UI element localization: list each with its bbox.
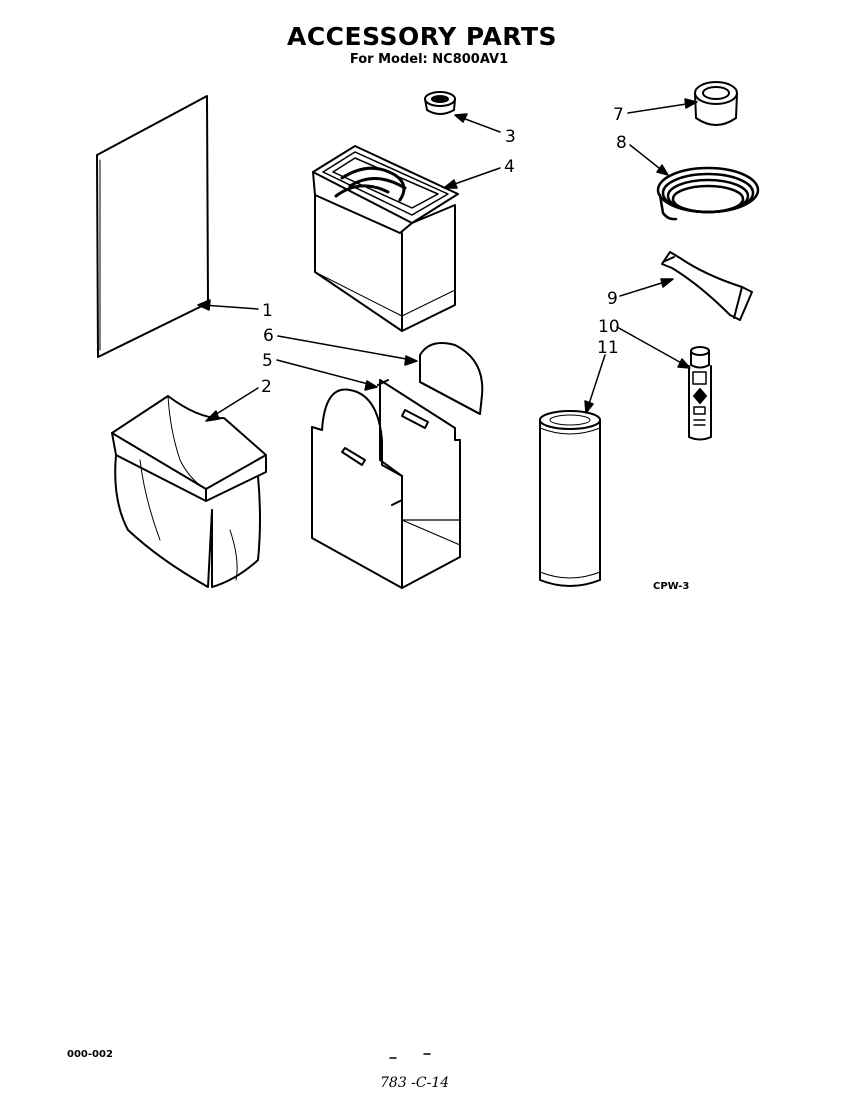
part-7-tape-roll bbox=[694, 81, 738, 126]
callout-10: 10 bbox=[598, 317, 620, 337]
callout-1: 1 bbox=[262, 301, 273, 321]
page-title: ACCESSORY PARTS bbox=[286, 22, 557, 51]
part-8-hose-coil bbox=[656, 166, 760, 221]
model-subtitle: For Model: NC800AV1 bbox=[349, 52, 509, 67]
callout-2: 2 bbox=[261, 377, 272, 397]
footer-page-ref: 783 -C-14 bbox=[380, 1075, 449, 1091]
part-2-bag-liner bbox=[111, 395, 267, 588]
part-4-filter-box bbox=[312, 145, 459, 332]
callout-4: 4 bbox=[504, 157, 515, 177]
figure-code: CPW-3 bbox=[653, 581, 689, 592]
callout-6: 6 bbox=[263, 326, 274, 346]
print-marks bbox=[389, 1053, 431, 1059]
callout-5: 5 bbox=[262, 351, 273, 371]
part-11-aerosol-can bbox=[539, 410, 601, 587]
part-10-spray-bottle bbox=[688, 346, 712, 441]
part-1-sheet bbox=[96, 95, 209, 358]
callout-3: 3 bbox=[505, 127, 516, 147]
part-5-carton bbox=[311, 379, 461, 589]
leader-lines bbox=[197, 98, 698, 422]
footer-left-code: 000-002 bbox=[67, 1049, 113, 1060]
callout-7: 7 bbox=[613, 105, 624, 125]
callout-11: 11 bbox=[597, 338, 619, 358]
callout-9: 9 bbox=[607, 289, 618, 309]
part-9-tube bbox=[661, 251, 753, 321]
part-3-plug bbox=[424, 91, 456, 115]
part-6-half-round-panel bbox=[419, 342, 484, 415]
callout-8: 8 bbox=[616, 133, 627, 153]
